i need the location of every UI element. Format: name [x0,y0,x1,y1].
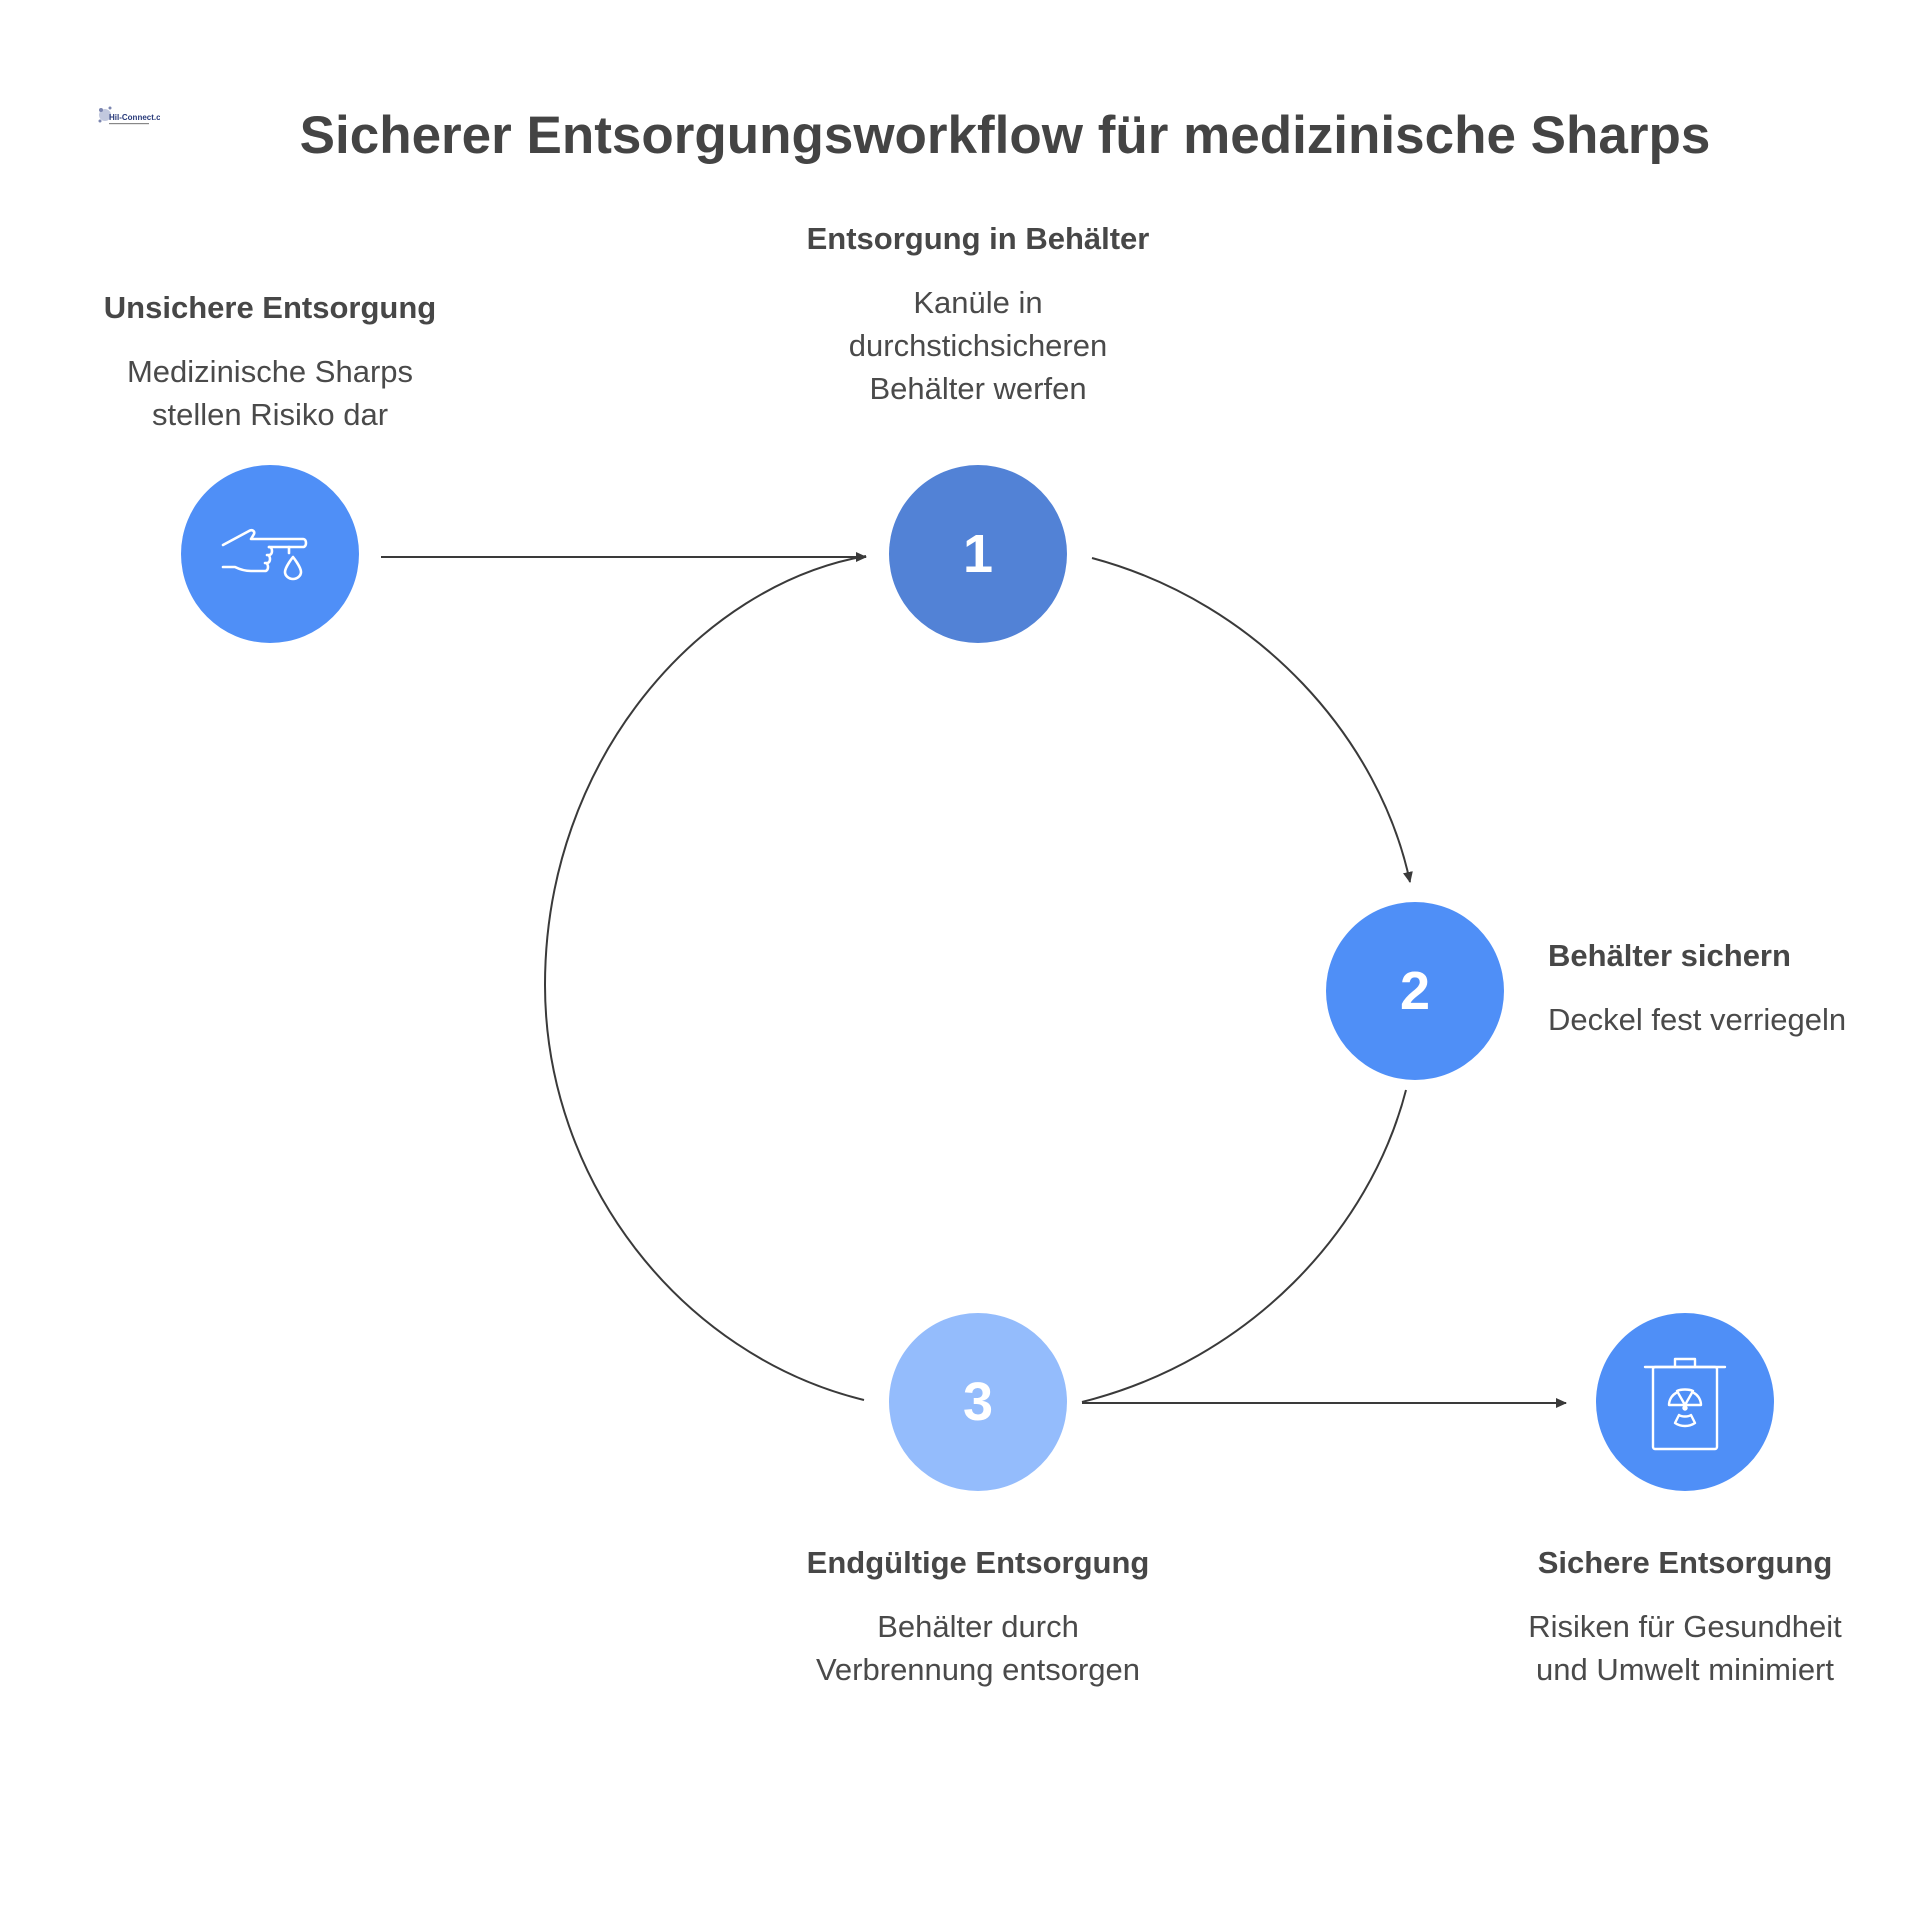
brand-logo [96,103,160,133]
step3-desc-line2: Verbrennung entsorgen [815,1652,1141,1687]
start-node [181,465,359,643]
arrow-step3-to-step1 [543,555,867,1401]
step2-label: Behälter sichern Deckel fest verriegeln [1548,938,1908,1041]
step3-node: 3 [889,1313,1067,1491]
step2-number: 2 [1399,961,1431,1021]
start-desc-line1: Medizinische Sharps [126,354,414,389]
start-heading: Unsichere Entsorgung [103,290,437,325]
step1-desc-line3: Behälter werfen [869,371,1087,406]
step1-number: 1 [962,524,994,584]
step3-description: Behälter durch Verbrennung entsorgen [778,1605,1178,1691]
arrow-step1-to-step2 [1091,557,1413,883]
step1-desc-line1: Kanüle in [913,285,1043,320]
step1-heading: Entsorgung in Behälter [806,221,1150,256]
end-node [1596,1313,1774,1491]
step3-label: Endgültige Entsorgung Behälter durch Ver… [778,1545,1178,1691]
step2-node: 2 [1326,902,1504,1080]
step1-label: Entsorgung in Behälter Kanüle in durchst… [778,221,1178,410]
step3-number: 3 [962,1372,994,1432]
end-label: Sichere Entsorgung Risiken für Gesundhei… [1485,1545,1885,1691]
step1-node: 1 [889,465,1067,643]
start-description: Medizinische Sharps stellen Risiko dar [70,350,470,436]
step3-heading: Endgültige Entsorgung [806,1545,1150,1580]
end-heading: Sichere Entsorgung [1537,1545,1833,1580]
step3-desc-line1: Behälter durch [877,1609,1079,1644]
step2-desc-line1: Deckel fest verriegeln [1548,1002,1847,1037]
step2-description: Deckel fest verriegeln [1548,998,1908,1041]
end-desc-line1: Risiken für Gesundheit [1528,1609,1842,1644]
diagram-title: Sicherer Entsorgungsworkflow für medizin… [299,106,1711,165]
biohazard-bin-icon [1643,1357,1727,1451]
step2-heading: Behälter sichern [1548,938,1791,973]
step1-description: Kanüle in durchstichsicheren Behälter we… [778,281,1178,410]
start-label: Unsichere Entsorgung Medizinische Sharps… [70,290,470,436]
end-description: Risiken für Gesundheit und Umwelt minimi… [1485,1605,1885,1691]
end-desc-line2: und Umwelt minimiert [1535,1652,1834,1687]
start-desc-line2: stellen Risiko dar [151,397,389,432]
step1-desc-line2: durchstichsicheren [848,328,1108,363]
arrow-step2-to-step3 [1081,1089,1407,1403]
finger-prick-blood-drop-icon [221,528,308,581]
